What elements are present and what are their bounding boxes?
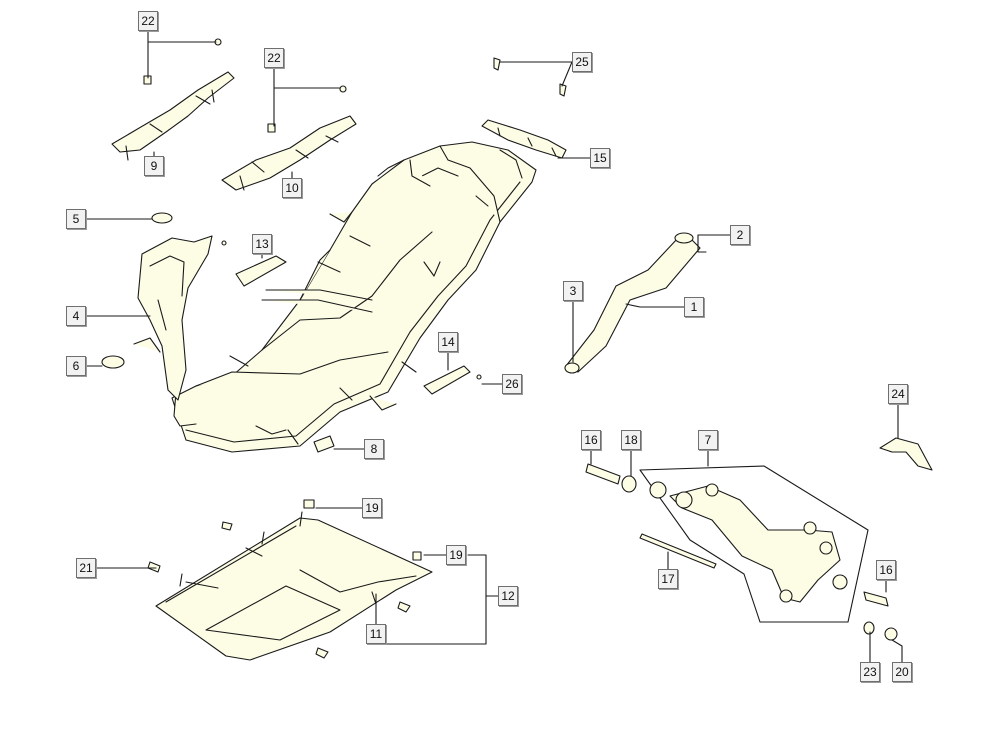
callout-25[interactable]: 25 bbox=[572, 52, 592, 72]
callout-9[interactable]: 9 bbox=[144, 156, 164, 176]
callout-3[interactable]: 3 bbox=[563, 281, 583, 301]
small-hardware bbox=[101, 38, 567, 659]
part-1-pipe bbox=[564, 232, 701, 374]
callout-14[interactable]: 14 bbox=[438, 332, 458, 352]
callout-8[interactable]: 8 bbox=[364, 439, 384, 459]
callout-20[interactable]: 20 bbox=[892, 662, 912, 682]
callout-23[interactable]: 23 bbox=[860, 662, 880, 682]
callout-10[interactable]: 10 bbox=[282, 178, 302, 198]
callout-26[interactable]: 26 bbox=[502, 374, 522, 394]
callout-17[interactable]: 17 bbox=[658, 569, 678, 589]
callout-22b[interactable]: 22 bbox=[264, 48, 284, 68]
callout-24[interactable]: 24 bbox=[888, 384, 908, 404]
callout-15[interactable]: 15 bbox=[590, 148, 610, 168]
main-frame bbox=[171, 141, 537, 453]
callout-5[interactable]: 5 bbox=[66, 209, 86, 229]
callout-16a[interactable]: 16 bbox=[581, 430, 601, 450]
callout-21[interactable]: 21 bbox=[76, 558, 96, 578]
callout-1[interactable]: 1 bbox=[684, 297, 704, 317]
callout-12[interactable]: 12 bbox=[498, 586, 518, 606]
callout-4[interactable]: 4 bbox=[66, 306, 86, 326]
part-15-plate bbox=[481, 119, 567, 159]
part-24-strap bbox=[879, 437, 933, 471]
part-4-bracket bbox=[133, 235, 213, 401]
part-10-plate bbox=[221, 115, 357, 191]
callout-16b[interactable]: 16 bbox=[876, 560, 896, 580]
leader-lines bbox=[85, 30, 903, 663]
callout-19b[interactable]: 19 bbox=[446, 545, 466, 565]
part-12-undercover bbox=[155, 511, 433, 661]
callout-6[interactable]: 6 bbox=[66, 356, 86, 376]
callout-7[interactable]: 7 bbox=[698, 430, 718, 450]
callout-18[interactable]: 18 bbox=[621, 430, 641, 450]
callout-13[interactable]: 13 bbox=[252, 234, 272, 254]
callout-11[interactable]: 11 bbox=[366, 624, 386, 644]
callout-22a[interactable]: 22 bbox=[138, 11, 158, 31]
callout-2[interactable]: 2 bbox=[730, 225, 750, 245]
bolt-hardware bbox=[585, 463, 898, 641]
callout-19a[interactable]: 19 bbox=[362, 498, 382, 518]
part-9-plate bbox=[111, 71, 235, 161]
part-7-swingarm bbox=[639, 465, 869, 623]
